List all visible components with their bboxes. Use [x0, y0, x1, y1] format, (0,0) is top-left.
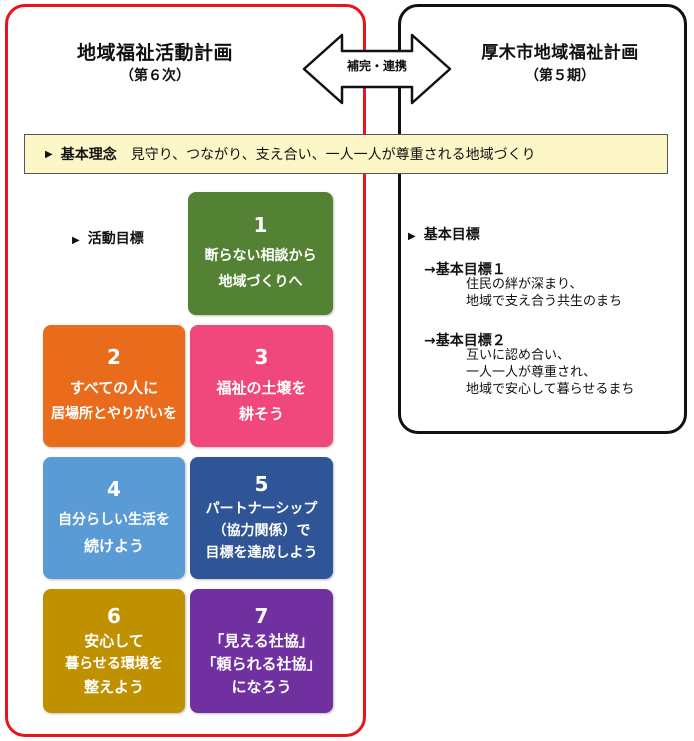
goal-text-line: 居場所とやりがいを: [51, 406, 177, 422]
goal-number: 3: [254, 345, 269, 369]
triangle-bullet-icon: ▶: [408, 231, 416, 242]
basic-goal-1-line: 住民の絆が深まり、: [466, 277, 583, 292]
welfare-plan-frame: [398, 4, 687, 434]
goal-text-line: パートナーシップ: [205, 501, 318, 517]
goal-text-line: 整えよう: [83, 677, 144, 696]
basic-goals-label: 基本目標: [423, 227, 480, 243]
goal-text-line: 断らない相談から: [204, 247, 317, 264]
activity-goal-tile-7: 7 「見える社協」 「頼られる社協」 になろう: [190, 589, 333, 713]
basic-principle-bar: ▶ 基本理念 見守り、つながり、支え合い、一人一人が尊重される地域づくり: [24, 134, 668, 174]
goal-text-line: 耕そう: [238, 405, 284, 423]
activity-goal-tile-6: 6 安心して 暮らせる環境を 整えよう: [43, 589, 185, 713]
activity-goal-tile-3: 3 福祉の土壌を 耕そう: [190, 325, 333, 447]
basic-goal-2-heading: →基本目標２: [424, 333, 506, 349]
goal-text-line: 暮らせる環境を: [65, 655, 163, 672]
goal-text-line: 自分らしい生活を: [58, 512, 170, 528]
link-label: 補完・連携: [346, 59, 407, 73]
goal-text-line: 続けよう: [83, 537, 144, 555]
goal-number: 6: [107, 603, 121, 628]
activity-goal-tile-5: 5 パートナーシップ （協力関係）で 目標を達成しよう: [190, 457, 333, 579]
goal-text-line: 目標を達成しよう: [205, 545, 318, 561]
principle-label: 基本理念: [60, 147, 117, 163]
goal-text-line: になろう: [231, 677, 292, 696]
activity-goals-heading: ▶ 活動目標: [72, 228, 144, 248]
basic-goals-heading: ▶ 基本目標: [408, 224, 480, 244]
basic-goal-2-line: 地域で安心して暮らせるまち: [466, 382, 635, 397]
goal-text-line: すべての人に: [69, 379, 159, 397]
goal-number: 4: [107, 477, 121, 501]
triangle-bullet-icon: ▶: [45, 148, 53, 160]
activity-plan-subtitle: （第６次）: [120, 68, 190, 84]
basic-goal-2-line: 一人一人が尊重され、: [466, 365, 597, 380]
goal-number: 2: [107, 345, 121, 369]
activity-goal-tile-4: 4 自分らしい生活を 続けよう: [43, 457, 185, 579]
goal-number: 1: [253, 212, 268, 237]
goal-number: 5: [254, 472, 269, 496]
goal-text-line: 福祉の土壌を: [216, 379, 307, 397]
goal-text-line: （協力関係）で: [212, 523, 311, 539]
goal-text-line: 「頼られる社協」: [201, 654, 322, 673]
activity-goals-label: 活動目標: [87, 231, 144, 247]
activity-plan-title: 地域福祉活動計画: [76, 42, 233, 64]
basic-goal-1-line: 地域で支え合う共生のまち: [466, 294, 623, 309]
principle-text: 見守り、つながり、支え合い、一人一人が尊重される地域づくり: [130, 147, 536, 163]
goal-text-line: 地域づくりへ: [218, 273, 303, 290]
goal-text-line: 「見える社協」: [209, 631, 314, 650]
activity-goal-tile-2: 2 すべての人に 居場所とやりがいを: [43, 325, 185, 447]
welfare-plan-subtitle: （第５期）: [525, 68, 595, 84]
double-arrow-icon: [302, 33, 452, 105]
welfare-plan-title: 厚木市地域福祉計画: [481, 43, 639, 63]
goal-number: 7: [254, 603, 269, 628]
goal-text-line: 安心して: [84, 631, 144, 650]
basic-goal-1-heading: →基本目標１: [424, 262, 506, 278]
triangle-bullet-icon: ▶: [72, 235, 80, 246]
activity-goal-tile-1: 1 断らない相談から 地域づくりへ: [188, 192, 333, 315]
basic-goal-2-line: 互いに認め合い、: [466, 348, 571, 363]
